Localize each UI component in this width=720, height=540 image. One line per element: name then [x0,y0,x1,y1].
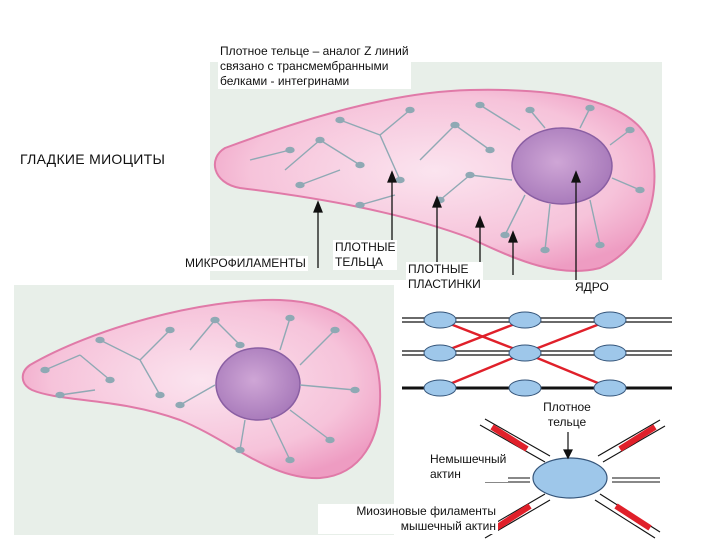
myosin-muscle-actin-label: Миозиновые филаменты мышечный актин [318,504,498,534]
nonmuscle-actin-label: Немышечный актин [428,452,509,482]
nonmuscle-actin-label-line-1: Немышечный [430,452,507,466]
dense-body-nodes [423,311,627,397]
dense-bodies-label-line-2: ТЕЛЬЦА [335,255,383,269]
detail-dense-body [532,457,608,499]
dense-bodies-label-line-1: ПЛОТНЫЕ [335,240,396,254]
smooth-myocytes-title: ГЛАДКИЕ МИОЦИТЫ [18,151,168,167]
bottom-smooth-myocyte [21,298,382,480]
microfilaments-label: МИКРОФИЛАМЕНТЫ [183,256,308,271]
myosin-links [439,318,611,390]
dense-plates-label-line-1: ПЛОТНЫЕ [408,262,469,276]
dense-body-label-line-2: тельце [547,415,587,429]
dense-body-description: Плотное тельце – аналог Z линий связано … [218,44,411,89]
detail-red-bars [490,424,657,531]
top-cell-filaments [249,101,645,254]
myosin-filaments-label: Миозиновые филаменты [356,504,496,518]
dense-bodies-label: ПЛОТНЫЕ ТЕЛЬЦА [333,240,398,270]
dense-plates-label-line-2: ПЛАСТИНКИ [408,277,481,291]
dense-body-label: Плотное тельце [537,400,597,430]
detail-pointer [563,432,573,460]
bottom-cell-nucleus [215,347,301,421]
nonmuscle-actin-label-line-2: актин [430,467,461,481]
filament-schematic [402,311,672,397]
top-smooth-myocyte [214,88,656,272]
dense-body-description-line-1: Плотное тельце – аналог Z линий [220,44,409,58]
dense-body-description-line-3: белками - интегринами [220,74,350,88]
dense-body-label-line-1: Плотное [543,400,591,414]
muscle-actin-label: мышечный актин [400,519,496,533]
top-cell-nucleus [511,127,613,205]
dense-body-detail [479,418,666,539]
nucleus-label: ЯДРО [573,280,611,295]
dense-body-description-line-2: связано с трансмембранными [220,59,389,73]
dense-plates-label: ПЛОТНЫЕ ПЛАСТИНКИ [406,262,483,292]
bottom-cell-filaments [40,314,360,464]
